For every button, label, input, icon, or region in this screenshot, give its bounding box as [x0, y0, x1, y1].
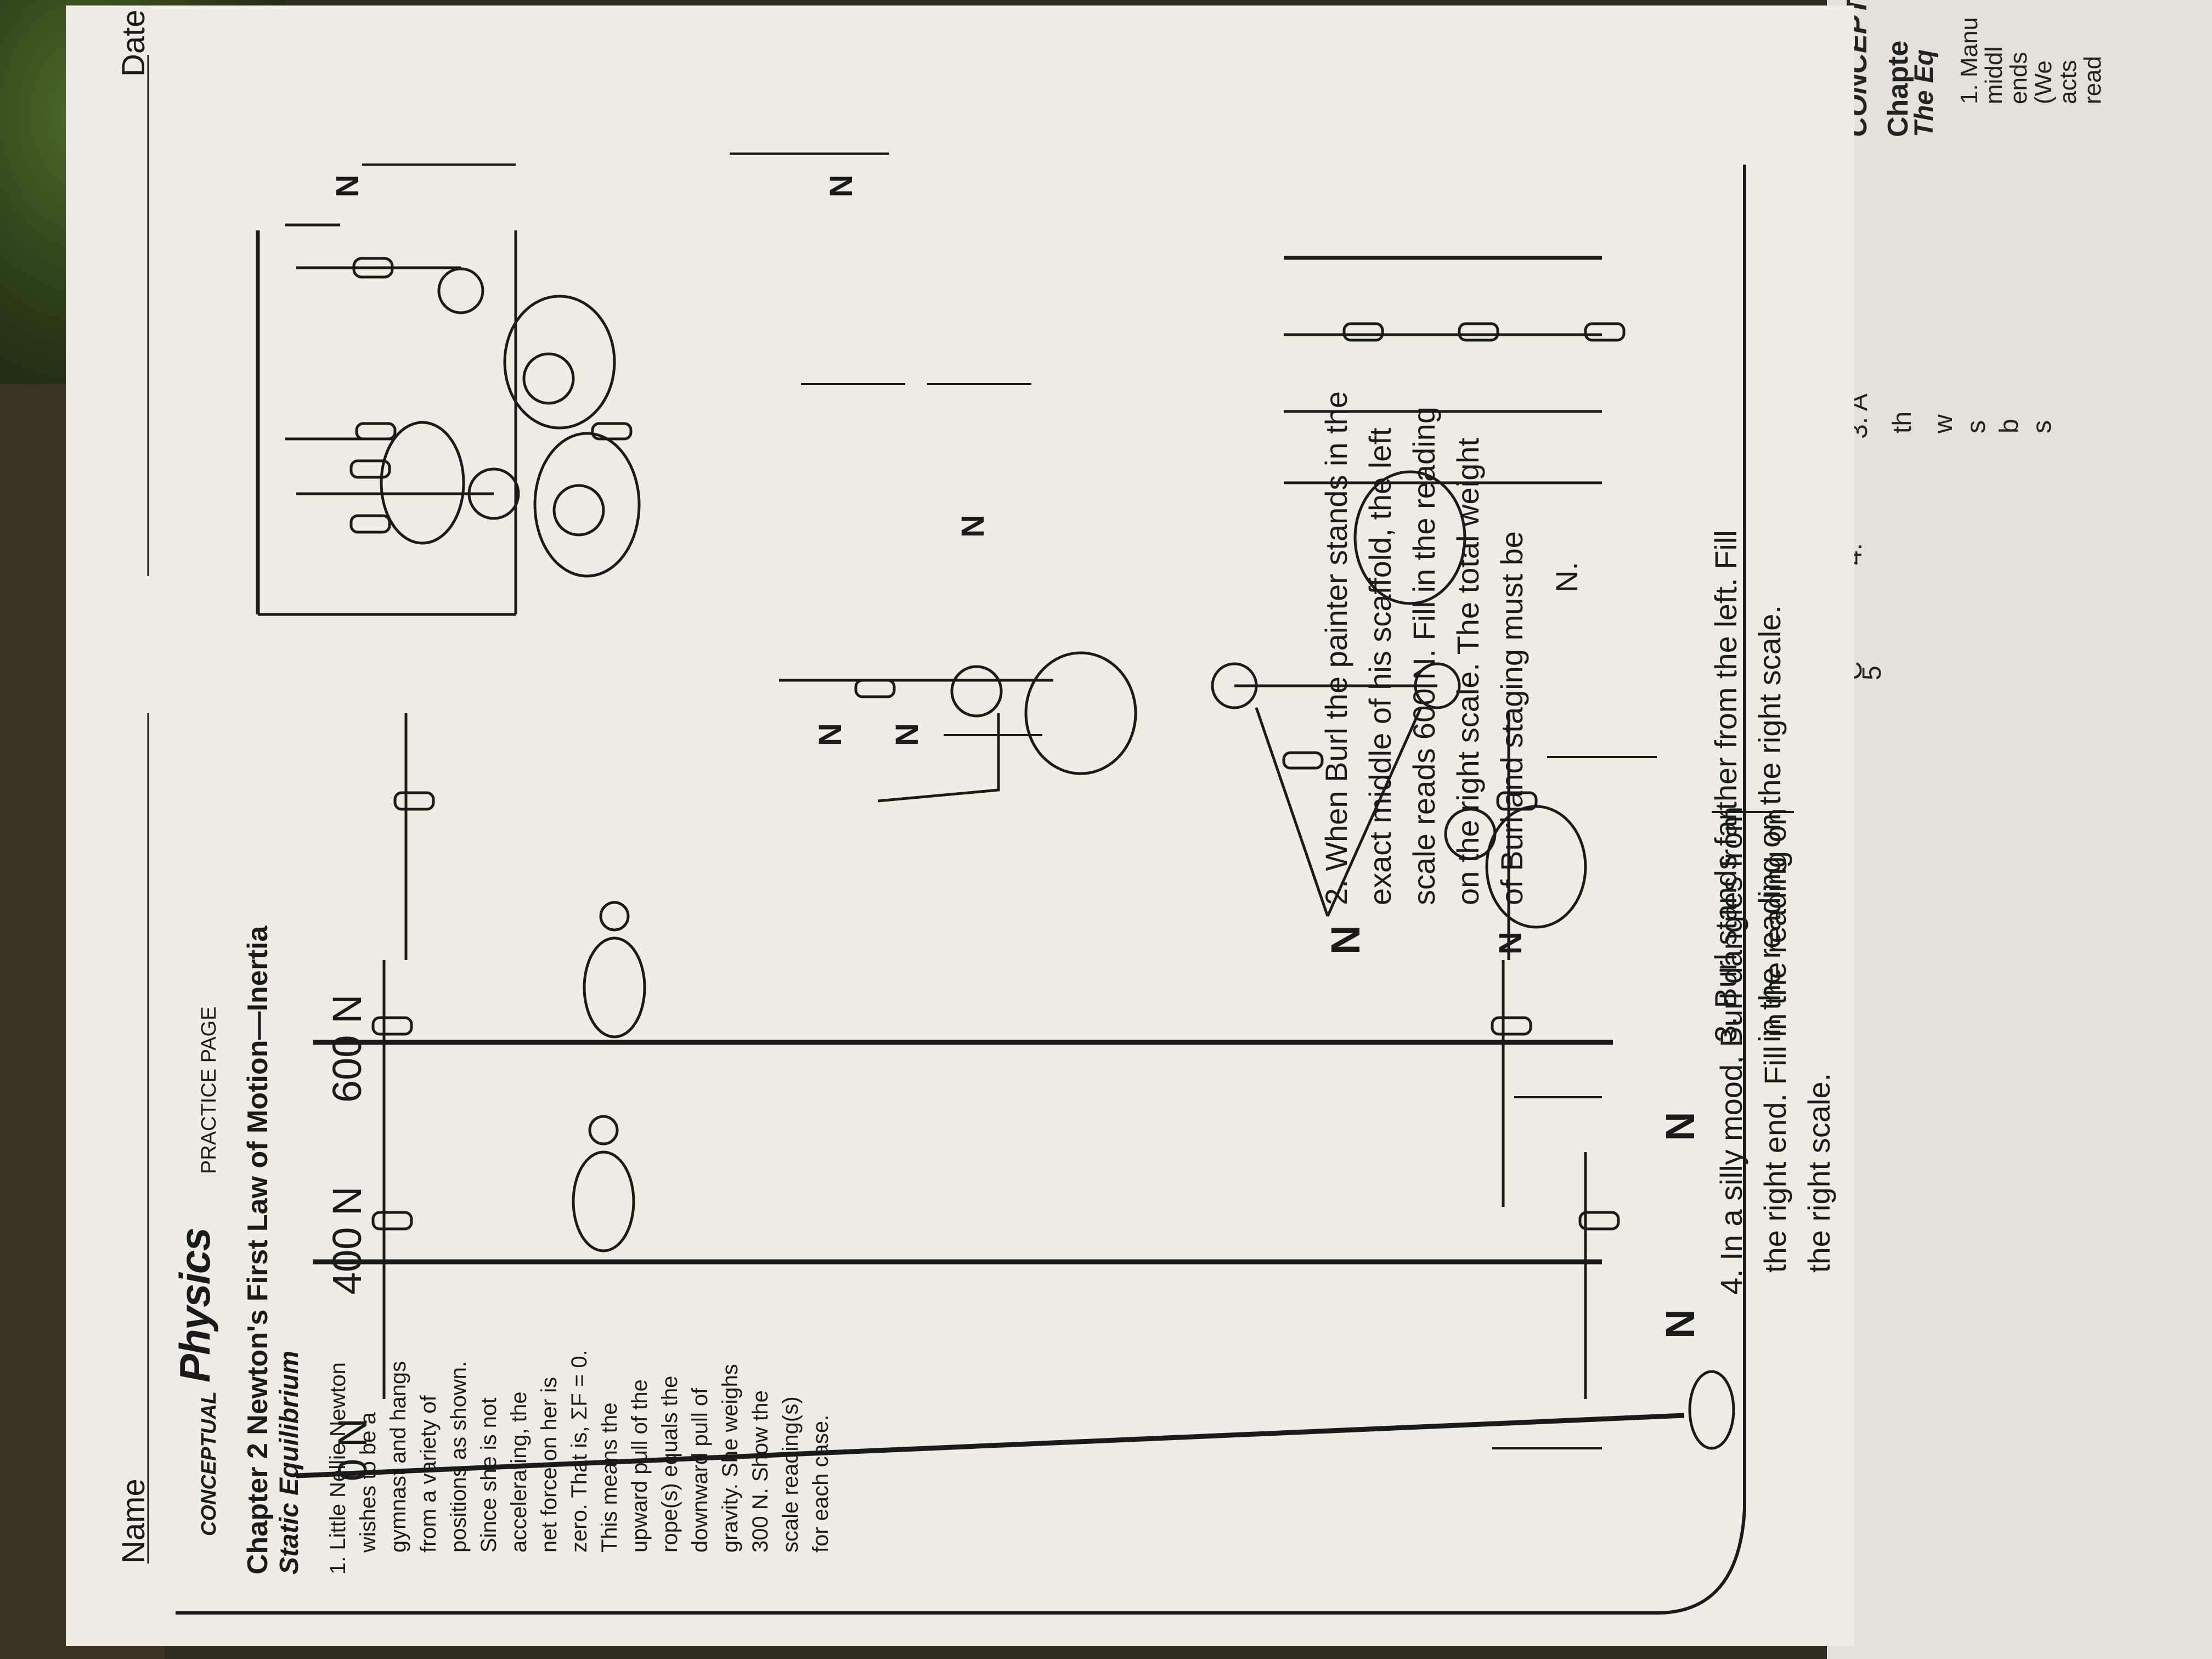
right-item1-line: (We — [2030, 60, 2057, 104]
scaffold-3-right-unit: N — [1657, 1309, 1703, 1339]
question-1-line: downward pull of — [688, 1387, 712, 1553]
unit-n: N — [823, 174, 859, 198]
scaffold-2-left-reading: 400 N — [324, 1186, 370, 1295]
question-1-line: This means the — [597, 1402, 622, 1553]
right-subtitle: The Eq — [1910, 49, 1939, 137]
date-label: Date — [116, 9, 151, 77]
brand-conceptual: CONCEPTUAL — [198, 1391, 221, 1536]
question-4-line: the right scale. — [1802, 1073, 1836, 1273]
chapter-heading: Chapter 2 Newton's First Law of Motion—I… — [242, 926, 274, 1575]
question-2-line: 2. When Burl the painter stands in the — [1319, 391, 1353, 905]
question-1-line: for each case. — [809, 1414, 833, 1553]
page-frame — [176, 165, 1746, 1615]
right-item3-line: w — [1929, 414, 1958, 433]
scaffold-2-right-unit: N — [1657, 1111, 1703, 1141]
question-2-line: on the right scale. The total weight — [1451, 438, 1485, 905]
question-1-line: rope(s) equals the — [658, 1375, 682, 1553]
right-item1-line: ends — [2005, 52, 2032, 104]
unit-n: N — [889, 723, 925, 746]
gymnast-case-three-ropes — [1284, 256, 1626, 605]
right-item1-line: read — [2079, 55, 2106, 104]
question-2-line: of Burl and staging must be — [1494, 531, 1529, 905]
gymnast-case-bar — [256, 230, 633, 616]
scaffold-3 — [296, 1152, 1735, 1479]
question-1-line: net force on her is — [537, 1376, 561, 1553]
question-1-line: positions as shown. — [447, 1361, 471, 1553]
name-label: Name — [116, 1479, 151, 1564]
right-item3-line: s — [1962, 420, 1991, 433]
right-item3-line: s — [2028, 420, 2057, 433]
question-1-line: gymnast and hangs — [386, 1361, 410, 1553]
right-five-label: 5 — [1858, 665, 1887, 680]
scaffold-2 — [313, 960, 1602, 1265]
scaffold-1-left-reading: 600 N — [324, 994, 370, 1103]
unit-n: N — [812, 723, 848, 746]
question-1-line: gravity. She weighs — [718, 1364, 742, 1553]
question-1-line: scale reading(s) — [778, 1396, 803, 1553]
question-1-line: accelerating, the — [507, 1391, 531, 1553]
question-1-line: 300 N. Show the — [748, 1390, 772, 1553]
gymnast-case-two-scales — [285, 432, 641, 578]
scaffold-3-left-reading: 0 N — [330, 1418, 375, 1481]
brand-physics: Physics — [171, 1228, 219, 1383]
question-4-line: the right end. Fill in the reading on — [1758, 808, 1792, 1273]
unit-n: N — [330, 174, 365, 198]
question-1-line: zero. That is, ΣF = 0. — [567, 1350, 591, 1553]
question-1-line: upward pull of the — [628, 1379, 652, 1553]
question-1-line: from a variety of — [416, 1395, 441, 1553]
scaffold-1-right-unit: N — [1323, 925, 1368, 955]
worksheet-page: Name Date CONCEPTUAL Physics PRACTICE PA… — [66, 5, 1854, 1646]
worksheet-illustrations — [147, 55, 1794, 1615]
right-item1-line: middl — [1980, 46, 2007, 104]
right-item3-line: th — [1888, 411, 1917, 433]
right-item1-line: acts — [2055, 60, 2081, 104]
question-4-line: 4. In a silly mood, Burl dangles from — [1714, 806, 1748, 1295]
practice-page-label: PRACTICE PAGE — [198, 1006, 221, 1174]
scaffold-1 — [313, 713, 1613, 1045]
right-page: CONCEPT Chapte The Eq 1. Manu middl ends… — [1827, 0, 2212, 1659]
unit-n: N — [955, 515, 991, 538]
gymnast-case-single-rope — [285, 223, 616, 430]
right-item1-line: 1. Manu — [1956, 17, 1983, 104]
chapter-subheading: Static Equilibrium — [275, 1350, 304, 1575]
unit-n: N — [1493, 932, 1528, 955]
gymnast-case-wall — [779, 651, 1137, 803]
question-2-blank-unit: N. — [1549, 562, 1584, 592]
question-2-line: exact middle of his scaffold, the left — [1363, 427, 1397, 905]
question-2-line: scale reads 600 N. Fill in the reading — [1407, 407, 1441, 905]
question-1-line: Since she is not — [477, 1397, 501, 1553]
right-item3-line: b — [1995, 419, 2024, 433]
